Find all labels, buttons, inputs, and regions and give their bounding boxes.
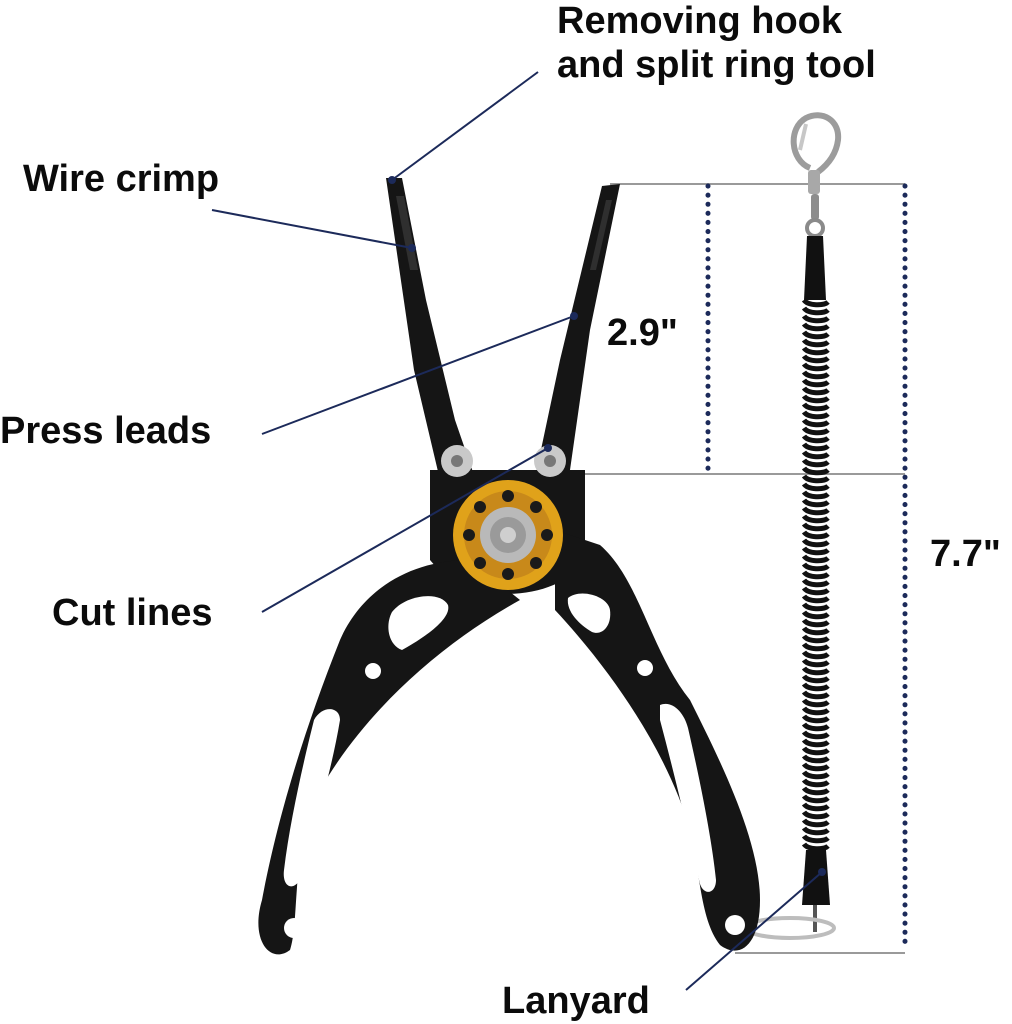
coil-loop	[801, 402, 830, 412]
coil-loop	[801, 346, 830, 356]
removing-hook-label-line1: Removing hook	[557, 0, 843, 42]
coil-loop	[801, 370, 830, 380]
split-ring-icon	[744, 916, 836, 940]
coil-loop	[801, 530, 830, 540]
coil-loop	[801, 722, 830, 732]
coil-loop	[801, 394, 830, 404]
coil-loop	[801, 498, 830, 508]
coil-loop	[801, 786, 830, 796]
coiled-lanyard	[801, 298, 830, 852]
coil-loop	[801, 594, 830, 604]
dimension-guides	[563, 183, 905, 954]
coil-loop	[801, 618, 830, 628]
coil-loop	[801, 794, 830, 804]
coil-loop	[801, 306, 830, 316]
coil-loop	[801, 730, 830, 740]
left-handle	[258, 560, 520, 955]
coil-loop	[801, 842, 830, 852]
coil-loop	[801, 354, 830, 364]
coil-loop	[801, 466, 830, 476]
cut-lines-label: Cut lines	[52, 592, 213, 634]
removing-hook-label-line2: and split ring tool	[557, 43, 876, 86]
total-length-dimension: 7.7"	[930, 533, 1001, 575]
lanyard-label: Lanyard	[502, 980, 650, 1022]
coil-loop	[801, 458, 830, 468]
coil-loop	[801, 538, 830, 548]
removing-hook-callout: Removing hook and split ring tool	[557, 0, 876, 87]
coil-loop	[801, 338, 830, 348]
coil-loop	[801, 778, 830, 788]
right-handle	[555, 530, 760, 951]
coil-loop	[801, 426, 830, 436]
coil-loop	[801, 554, 830, 564]
coil-loop	[801, 658, 830, 668]
coil-loop	[801, 802, 830, 812]
coil-loop	[801, 602, 830, 612]
coil-loop	[801, 754, 830, 764]
coil-loop	[801, 690, 830, 700]
coil-loop	[801, 522, 830, 532]
coil-loop	[801, 570, 830, 580]
wire-crimp-label: Wire crimp	[23, 158, 220, 200]
snap-hook-icon	[790, 112, 842, 175]
pivot-ring-holes	[463, 490, 553, 580]
coil-loop	[801, 706, 830, 716]
coil-loop	[801, 330, 830, 340]
coil-loop	[801, 490, 830, 500]
coil-loop	[801, 410, 830, 420]
lanyard-cord	[744, 112, 842, 940]
coil-loop	[801, 650, 830, 660]
coil-loop	[801, 362, 830, 372]
press-leads-leader-line	[261, 315, 575, 435]
cut-lines-leader-line	[261, 447, 549, 613]
coil-loop	[801, 698, 830, 708]
jaw-length-dimension: 2.9"	[607, 312, 678, 354]
coil-loop	[801, 810, 830, 820]
press-leads-label: Press leads	[0, 410, 212, 452]
leader-lines	[211, 71, 823, 991]
coil-loop	[801, 322, 830, 332]
coil-loop	[801, 506, 830, 516]
coil-loop	[801, 386, 830, 396]
coil-loop	[801, 514, 830, 524]
coil-loop	[801, 762, 830, 772]
left-jaw	[386, 178, 475, 480]
coil-loop	[801, 378, 830, 388]
coil-loop	[801, 674, 830, 684]
lanyard-leader-line	[685, 871, 823, 991]
coil-loop	[801, 634, 830, 644]
coil-loop	[801, 434, 830, 444]
leader-dots	[388, 176, 826, 876]
coil-loop	[801, 834, 830, 844]
coil-loop	[801, 482, 830, 492]
coil-loop	[801, 642, 830, 652]
coil-loop	[801, 418, 830, 428]
coil-loop	[801, 770, 830, 780]
coil-loop	[801, 818, 830, 828]
removing-leader-line	[391, 71, 539, 181]
coil-loop	[801, 682, 830, 692]
coil-loop	[801, 298, 830, 308]
coil-loop	[801, 314, 830, 324]
pliers-body	[258, 178, 760, 955]
coil-loop	[801, 610, 830, 620]
coil-loop	[801, 450, 830, 460]
wire-crimp-leader-line	[211, 209, 413, 249]
coil-loop	[801, 626, 830, 636]
coil-loop	[801, 474, 830, 484]
coil-loop	[801, 586, 830, 596]
coil-loop	[801, 738, 830, 748]
coil-loop	[801, 562, 830, 572]
coil-loop	[801, 826, 830, 836]
coil-loop	[801, 546, 830, 556]
coil-loop	[801, 578, 830, 588]
dimension-dotted-lines	[705, 183, 908, 953]
coil-loop	[801, 442, 830, 452]
coil-loop	[801, 746, 830, 756]
coil-loop	[801, 666, 830, 676]
coil-loop	[801, 714, 830, 724]
